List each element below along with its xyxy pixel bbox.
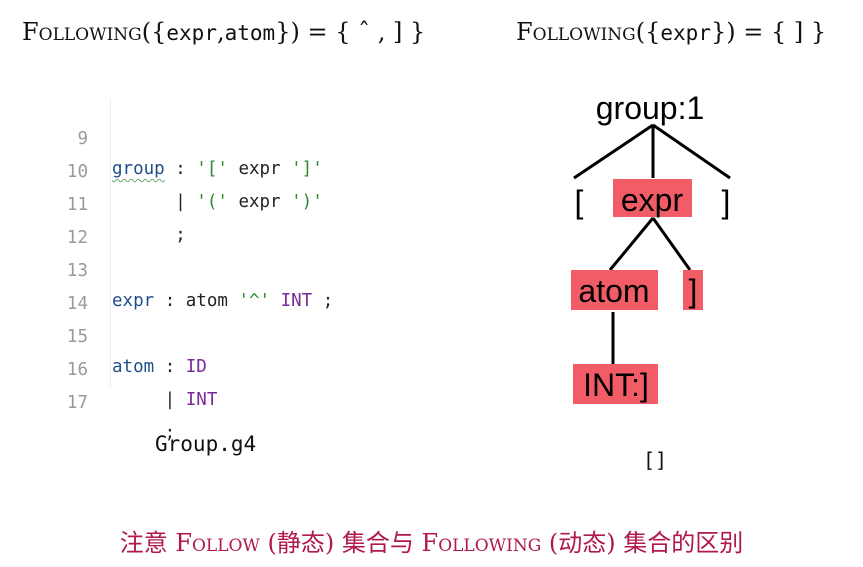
node-atom: atom [578, 273, 649, 309]
code-token: INT [185, 390, 218, 410]
formula-func: Following [22, 18, 142, 46]
code-line: 13 expr : atom '^' INT ; [52, 226, 333, 311]
grammar-code-listing: 9 group : '[' expr ']' 10 | '(' expr ')'… [52, 94, 333, 443]
code-op: ; [112, 225, 186, 245]
code-op: | [112, 192, 197, 212]
code-string: '[' [196, 159, 228, 179]
line-number: 14 [66, 294, 88, 314]
code-text: atom : ID [112, 352, 207, 382]
node-left-bracket: [ [575, 184, 584, 220]
code-text: ; [112, 418, 176, 448]
code-string: '^' [238, 291, 271, 311]
line-number: 17 [66, 393, 88, 413]
code-op: ; [312, 291, 334, 311]
node-right-bracket: ] [722, 184, 731, 220]
node-int: INT:] [583, 367, 649, 403]
formula-following-expr-atom: Following({expr,atom}) = { ˆ , ] } [22, 18, 425, 46]
code-line: 16 | INT [52, 325, 217, 410]
formula-open: ({ [141, 18, 167, 46]
parse-tree: group:1 [ expr ] atom ] INT:] [571, 90, 731, 404]
code-line: 17 ; [52, 358, 175, 443]
edge-root-left [573, 123, 654, 180]
code-line: 14 [52, 259, 94, 314]
formula-following-expr: Following({expr}) = { ] } [516, 18, 826, 46]
code-op: ; [112, 423, 176, 443]
edge-root-right [652, 123, 731, 180]
note-following: Following [421, 529, 542, 557]
note-follow: Follow [175, 529, 260, 557]
rule-name-atom: atom [112, 357, 155, 377]
code-text: expr : atom '^' INT ; [112, 286, 333, 316]
note-part: 注意 [119, 529, 176, 557]
tree-edges [573, 123, 731, 365]
formula-eq: = [735, 18, 771, 46]
code-token: INT [270, 291, 313, 311]
edge-expr-bracket [651, 217, 692, 271]
code-op: : [154, 357, 186, 377]
formula-result: { ] } [770, 18, 827, 46]
line-number: 13 [66, 261, 88, 281]
indent-guide [110, 98, 111, 388]
line-number: 9 [77, 129, 88, 149]
node-expr: expr [621, 182, 684, 218]
formula-func: Following [516, 18, 636, 46]
code-ref: expr [227, 192, 292, 212]
line-number: 11 [66, 195, 88, 215]
node-expr-bracket: ] [689, 273, 698, 309]
code-op: : [164, 159, 197, 179]
formula-result: { ˆ , ] } [335, 18, 426, 46]
note-part: (动态) 集合的区别 [541, 529, 744, 557]
highlight-bracket [683, 270, 703, 310]
highlight-expr [613, 179, 692, 217]
formula-arg-expr: expr [166, 21, 217, 45]
code-string: ')' [291, 192, 323, 212]
line-number: 15 [66, 327, 88, 347]
node-group-root: group:1 [596, 90, 705, 126]
formula-arg-atom: atom [224, 21, 276, 45]
code-line: 15 atom : ID [52, 292, 207, 377]
code-op: | [112, 390, 186, 410]
note-part: (静态) 集合与 [259, 529, 422, 557]
grammar-file-caption: Group.g4 [155, 432, 257, 456]
code-text: | '(' expr ')' [112, 187, 323, 217]
code-line: 9 group : '[' expr ']' [52, 94, 322, 179]
note-text: 注意 Follow (静态) 集合与 Following (动态) 集合的区别 [0, 523, 863, 558]
formula-eq: = [299, 18, 336, 46]
line-number: 16 [66, 360, 88, 380]
highlight-int [573, 364, 658, 404]
code-string: '(' [196, 192, 228, 212]
highlight-atom [571, 270, 658, 310]
code-string: ']' [291, 159, 323, 179]
code-line: 12 [52, 193, 94, 248]
formula-comma: , [216, 18, 225, 46]
code-ref: expr [227, 159, 292, 179]
code-line: 10 | '(' expr ')' [52, 127, 323, 212]
code-text: group : '[' expr ']' [112, 154, 323, 184]
code-line: 11 ; [52, 160, 186, 245]
formula-arg-expr: expr [660, 21, 711, 45]
rule-name-expr: expr [112, 291, 155, 311]
code-text: | INT [112, 385, 218, 415]
code-ref: : atom [154, 291, 239, 311]
formula-close: }) [710, 18, 736, 46]
code-text: ; [112, 220, 186, 250]
rule-name-group: group [112, 159, 165, 179]
formula-open: ({ [635, 18, 661, 46]
code-token: ID [185, 357, 207, 377]
line-number: 12 [66, 228, 88, 248]
formula-close: }) [275, 18, 300, 46]
edge-expr-atom [608, 217, 655, 271]
tree-caption: [] [643, 448, 668, 472]
line-number: 10 [66, 162, 88, 182]
